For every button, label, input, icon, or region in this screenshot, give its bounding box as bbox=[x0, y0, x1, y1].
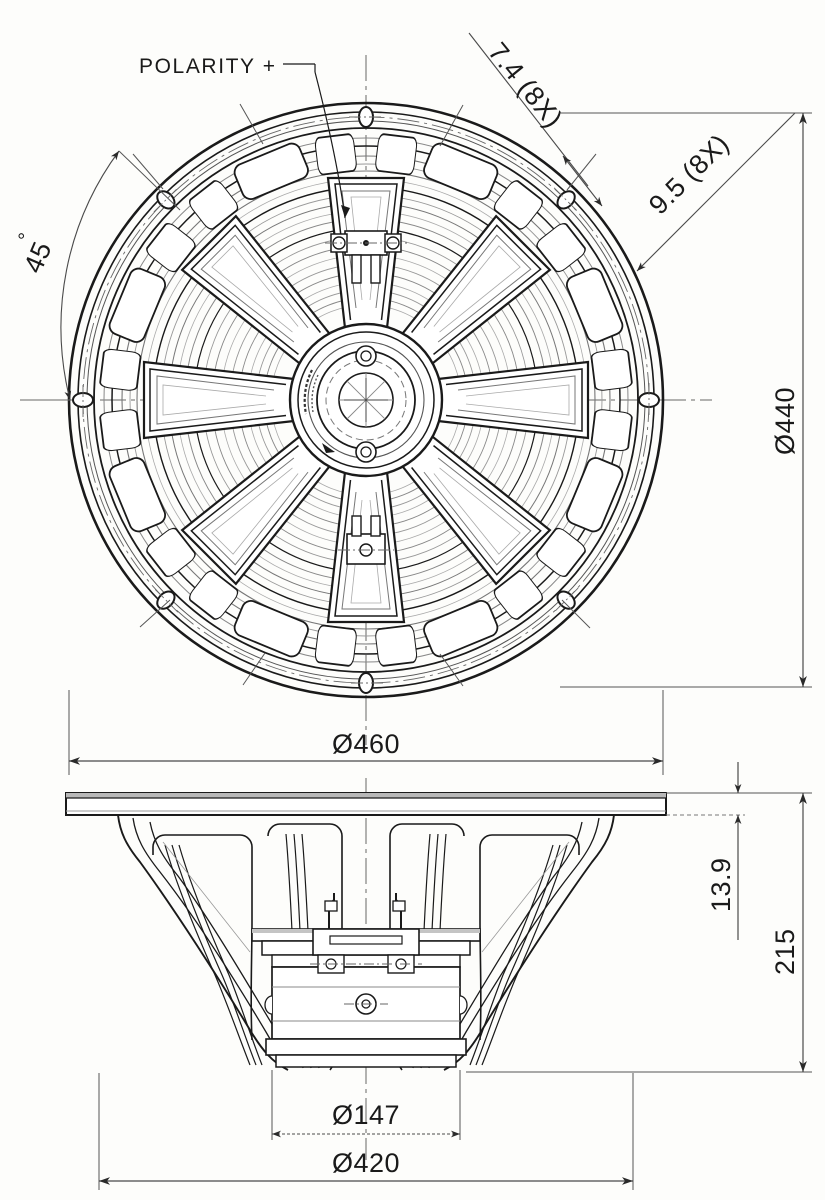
hub-screw-south bbox=[355, 441, 377, 463]
terminal-block-top bbox=[325, 230, 407, 284]
dim-dia-460-text: Ø460 bbox=[332, 729, 400, 759]
angle-degree-symbol: ° bbox=[14, 230, 38, 246]
dimension-215: 215 bbox=[466, 792, 812, 1073]
dim-7-4-text: 7.4 (8X) bbox=[482, 37, 568, 134]
terminal-block-bottom bbox=[338, 515, 394, 565]
side-cone-hatch bbox=[162, 841, 570, 953]
dimension-dia-440: Ø440 bbox=[560, 112, 812, 688]
dimension-dia-420: Ø420 bbox=[98, 1073, 634, 1190]
center-hub bbox=[288, 322, 444, 478]
dimension-9-5: 9.5 (8X) bbox=[636, 112, 796, 272]
polarity-leader bbox=[283, 63, 350, 219]
dimension-dia-147: Ø147 bbox=[271, 1070, 461, 1140]
side-cone-outer bbox=[152, 834, 580, 1041]
front-view: 45 ° 7.4 (8X) 9.5 (8X) Ø440 Ø460 bbox=[14, 32, 812, 775]
rim-leader-lines bbox=[132, 103, 597, 687]
dim-dia-420-text: Ø420 bbox=[332, 1148, 400, 1178]
hub-screw-north bbox=[355, 345, 377, 367]
side-flange bbox=[65, 792, 667, 816]
dim-dia-440-text: Ø440 bbox=[770, 387, 800, 455]
dim-13-9-text: 13.9 bbox=[706, 857, 736, 912]
polarity-label: POLARITY + bbox=[139, 55, 277, 78]
dimension-13-9: 13.9 bbox=[666, 762, 745, 940]
angle-45-text: 45 bbox=[18, 237, 58, 277]
side-basket-walls bbox=[117, 814, 615, 1071]
side-terminal-posts bbox=[310, 893, 422, 974]
dim-215-text: 215 bbox=[770, 928, 800, 975]
side-section-view: 13.9 215 Ø147 Ø420 bbox=[65, 762, 812, 1190]
hub-engraving bbox=[303, 369, 313, 415]
dimension-dia-460: Ø460 bbox=[68, 690, 664, 775]
hub-pointer-arrow bbox=[322, 443, 335, 453]
dim-9-5-text: 9.5 (8X) bbox=[643, 128, 735, 220]
dim-dia-147-text: Ø147 bbox=[332, 1100, 400, 1130]
